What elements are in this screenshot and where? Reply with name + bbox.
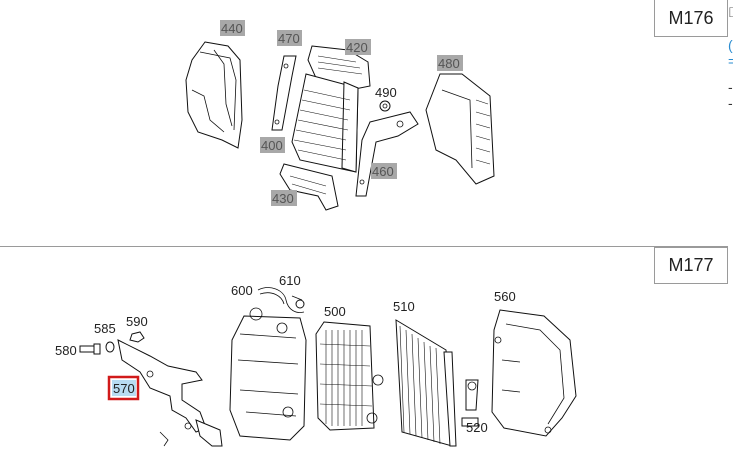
svg-text:430: 430 — [272, 191, 294, 206]
part-400-radiator[interactable] — [291, 73, 359, 173]
callout-600[interactable]: 600 — [231, 283, 253, 298]
callout-585[interactable]: 585 — [94, 321, 116, 336]
callout-560[interactable]: 560 — [494, 289, 516, 304]
svg-text:520: 520 — [466, 420, 488, 435]
callout-420[interactable]: 420 — [345, 39, 371, 55]
model-label-m177: M177 — [654, 247, 728, 284]
svg-text:460: 460 — [372, 164, 394, 179]
svg-text:510: 510 — [393, 299, 415, 314]
edge-cut-glyphs: ⌷(=-- — [728, 4, 733, 111]
callout-470[interactable]: 470 — [277, 30, 302, 46]
svg-text:420: 420 — [346, 40, 368, 55]
callout-590[interactable]: 590 — [126, 314, 148, 329]
model-label-m176: M176 — [654, 0, 728, 37]
part-480-shroud[interactable] — [425, 73, 495, 185]
svg-text:500: 500 — [324, 304, 346, 319]
section-divider — [0, 246, 728, 247]
svg-text:400: 400 — [261, 138, 283, 153]
callout-500[interactable]: 500 — [324, 304, 346, 319]
callout-570-selected[interactable]: 570 — [107, 375, 140, 401]
part-440-shroud[interactable] — [185, 41, 243, 149]
part-430-bracket[interactable] — [279, 163, 339, 211]
part-580-bolt[interactable] — [79, 343, 101, 355]
svg-text:600: 600 — [231, 283, 253, 298]
part-510-condenser[interactable] — [395, 319, 457, 447]
part-500-radiator[interactable] — [315, 321, 384, 431]
svg-text:560: 560 — [494, 289, 516, 304]
callout-490[interactable]: 490 — [375, 85, 397, 100]
svg-text:585: 585 — [94, 321, 116, 336]
part-600-hose[interactable] — [257, 287, 305, 313]
part-520-fitting[interactable] — [461, 379, 479, 427]
svg-text:570: 570 — [113, 381, 135, 396]
callout-580[interactable]: 580 — [55, 343, 77, 358]
callout-400[interactable]: 400 — [260, 137, 285, 153]
svg-text:580: 580 — [55, 343, 77, 358]
svg-text:490: 490 — [375, 85, 397, 100]
callout-460[interactable]: 460 — [371, 163, 397, 179]
part-610-clip[interactable] — [291, 295, 305, 309]
svg-text:440: 440 — [221, 21, 243, 36]
part-470-bracket[interactable] — [271, 55, 297, 131]
part-585-washer[interactable] — [105, 341, 115, 353]
callout-520[interactable]: 520 — [466, 420, 488, 435]
callout-440[interactable]: 440 — [220, 20, 245, 36]
callout-610[interactable]: 610 — [279, 273, 301, 288]
part-490-washer[interactable] — [379, 100, 391, 112]
callout-430[interactable]: 430 — [271, 190, 297, 206]
callout-510[interactable]: 510 — [393, 299, 415, 314]
svg-text:610: 610 — [279, 273, 301, 288]
part-coolant-tank[interactable] — [229, 307, 307, 441]
part-570-bracket[interactable] — [117, 339, 223, 447]
svg-text:480: 480 — [438, 56, 460, 71]
callout-480[interactable]: 480 — [437, 55, 463, 71]
part-560-shroud[interactable] — [491, 309, 577, 437]
svg-text:470: 470 — [278, 31, 300, 46]
svg-text:590: 590 — [126, 314, 148, 329]
part-590-nut[interactable] — [129, 331, 145, 343]
part-460-bracket[interactable] — [355, 111, 419, 197]
